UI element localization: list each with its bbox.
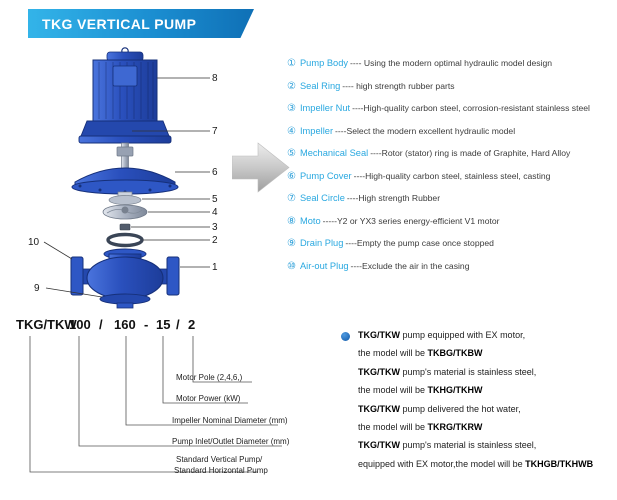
bullet-icon <box>341 332 350 341</box>
callout-3: 3 <box>212 222 218 233</box>
callout-1: 1 <box>212 262 218 273</box>
part-description: -----Y2 or YX3 series energy-efficient V… <box>322 215 500 226</box>
model-code-connector-lines <box>29 336 282 473</box>
code-label-standard-2: Standard Horizontal Pump <box>174 466 268 475</box>
code-label-motor-pole: Motor Pole (2,4,6,) <box>176 373 243 382</box>
pump-body-casing <box>70 248 180 309</box>
part-label: Impeller Nut <box>299 103 351 113</box>
note-line-2: the model will be TKBG/TKBW <box>358 348 483 359</box>
model-code-segment-inlet: 100 <box>69 317 91 332</box>
part-label: Pump Cover <box>299 170 352 181</box>
part-description: ----Empty the pump case once stopped <box>345 238 494 248</box>
note-line-8: equipped with EX motor,the model will be… <box>358 458 594 469</box>
arrow-right-icon <box>232 142 290 193</box>
note-line-5: TKG/TKW pump delivered the hot water, <box>358 403 521 414</box>
note-line-1: TKG/TKW pump equipped with EX motor, <box>358 330 526 340</box>
callout-9: 9 <box>34 283 40 294</box>
page-title: TKG VERTICAL PUMP <box>42 15 197 32</box>
part-number-icon: ① <box>287 58 296 69</box>
part-number-icon: ⑦ <box>287 193 296 204</box>
part-number-icon: ⑥ <box>287 170 296 182</box>
part-description: ---- high strength rubber parts <box>342 80 455 91</box>
part-label: Seal Ring <box>299 80 341 91</box>
part-description: ----Exclude the air in the casing <box>350 260 470 271</box>
note-line-7: TKG/TKW pump's material is stainless ste… <box>358 440 537 451</box>
part-label: Seal Circle <box>299 193 345 203</box>
part-number-icon: ⑧ <box>287 215 296 227</box>
impeller <box>102 204 148 220</box>
model-code-separator: - <box>144 317 149 332</box>
code-label-motor-power: Motor Power (kW) <box>176 394 241 403</box>
part-label: Air-out Plug <box>299 260 349 271</box>
part-label: Moto <box>299 215 321 226</box>
pump-exploded-diagram: 8 7 6 5 4 3 2 10 1 9 <box>28 47 218 309</box>
note-line-4: the model will be TKHG/TKHW <box>358 385 483 396</box>
part-number-icon: ⑩ <box>287 260 296 272</box>
part-description: ---- Using the modern optimal hydraulic … <box>350 58 553 68</box>
part-label: Mechanical Seal <box>299 148 369 158</box>
note-lines: TKG/TKW pump equipped with EX motor, the… <box>358 326 615 473</box>
model-variant-notes: TKG/TKW pump equipped with EX motor, the… <box>341 326 615 473</box>
part-number-icon: ⑤ <box>287 148 296 159</box>
note-line-6: the model will be TKRG/TKRW <box>358 422 483 433</box>
part-description: ----High-quality carbon steel, corrosion… <box>352 103 590 113</box>
title-banner: TKG VERTICAL PUMP <box>28 9 254 38</box>
model-code-segment-power: 15 <box>156 317 171 332</box>
model-code-segment-diameter: 160 <box>114 317 136 332</box>
note-line-3: TKG/TKW pump's material is stainless ste… <box>358 366 537 377</box>
pump-cover <box>71 167 179 195</box>
callout-7: 7 <box>212 126 218 137</box>
shaft-coupling <box>116 142 134 172</box>
callout-2: 2 <box>212 235 218 246</box>
part-number-icon: ⑨ <box>287 238 296 249</box>
mechanical-seal <box>108 191 142 205</box>
code-label-inlet-dia: Pump Inlet/Outlet Diameter (mm) <box>172 437 290 446</box>
part-description: ----Select the modern excellent hydrauli… <box>335 125 516 136</box>
part-label: Pump Body <box>299 58 349 68</box>
part-label: Drain Plug <box>299 238 344 248</box>
model-code-separator: / <box>176 317 180 332</box>
callout-5: 5 <box>212 194 218 205</box>
part-description: ----Rotor (stator) ring is made of Graph… <box>370 148 571 158</box>
callout-lines <box>43 77 210 298</box>
code-label-standard-1: Standard Vertical Pump/ <box>176 455 263 464</box>
code-label-impeller-dia: Impeller Nominal Diameter (mm) <box>172 416 288 425</box>
part-number-icon: ② <box>287 80 296 92</box>
callout-10: 10 <box>28 237 40 248</box>
model-code-segment-series: TKG/TKW <box>16 317 77 332</box>
part-description: ----High strength Rubber <box>346 193 441 203</box>
impeller-nut <box>119 223 131 231</box>
motor <box>78 47 172 144</box>
callout-6: 6 <box>212 167 218 178</box>
part-number-icon: ④ <box>287 125 296 137</box>
part-number-icon: ③ <box>287 103 296 114</box>
model-code-separator: / <box>99 317 103 332</box>
part-description: ----High-quality carbon steel, stainless… <box>353 170 551 181</box>
callout-8: 8 <box>212 73 218 84</box>
model-code-segment-pole: 2 <box>188 317 196 332</box>
part-label: Impeller <box>299 125 334 136</box>
seal-ring <box>106 232 144 248</box>
callout-4: 4 <box>212 207 218 218</box>
